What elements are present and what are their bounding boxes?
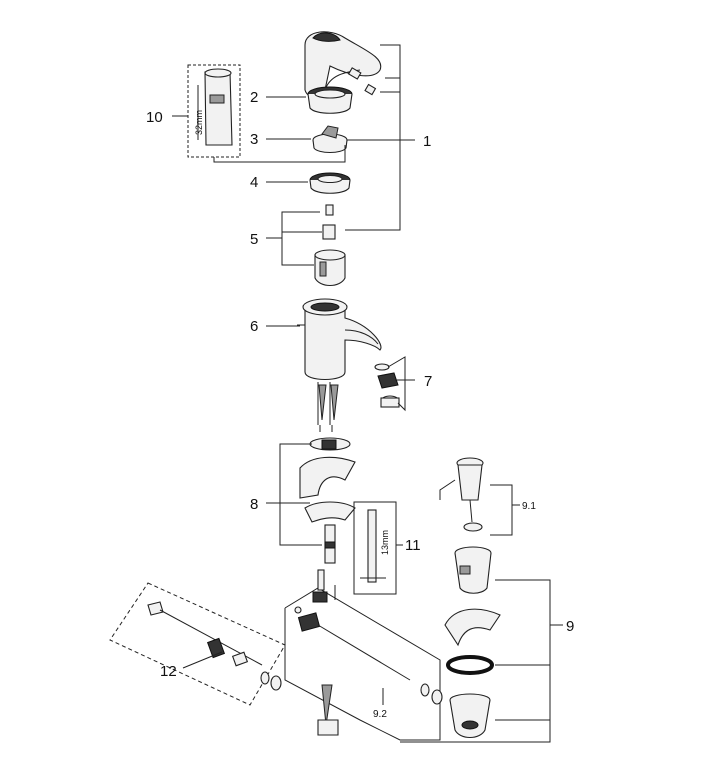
bracket-5	[266, 211, 322, 266]
tool-11: 13mm	[353, 501, 397, 595]
dimension-32mm: 32mm	[194, 110, 204, 135]
label-9-1: 9.1	[522, 501, 536, 512]
label-5: 5	[250, 231, 258, 248]
supply-hoses	[319, 425, 333, 432]
lever-handle	[304, 31, 382, 99]
bracket-9	[400, 479, 563, 743]
tool-10: 32mm	[187, 64, 346, 163]
aerator	[374, 356, 415, 412]
bracket-1	[345, 44, 415, 231]
mounting-set	[299, 437, 356, 564]
label-9: 9	[566, 618, 574, 635]
label-12: 12	[160, 663, 177, 680]
label-7: 7	[424, 373, 432, 390]
cap-ring	[307, 86, 353, 114]
cartridge	[314, 204, 346, 287]
hose-set-12	[109, 582, 286, 706]
label-2: 2	[250, 89, 258, 106]
label-8: 8	[250, 496, 258, 513]
label-10: 10	[146, 109, 163, 126]
label-6: 6	[250, 318, 258, 335]
label-11: 11	[405, 537, 421, 554]
label-9-2: 9.2	[373, 709, 387, 720]
mixer-body	[297, 298, 382, 425]
label-1: 1	[423, 133, 431, 150]
nut	[309, 172, 351, 194]
label-4: 4	[250, 174, 258, 191]
popup-drain	[444, 457, 501, 739]
pull-rod-assembly	[284, 569, 443, 741]
bracket-8	[266, 443, 322, 546]
label-3: 3	[250, 131, 258, 148]
adapter	[312, 125, 348, 154]
dimension-13mm: 13mm	[380, 530, 390, 555]
